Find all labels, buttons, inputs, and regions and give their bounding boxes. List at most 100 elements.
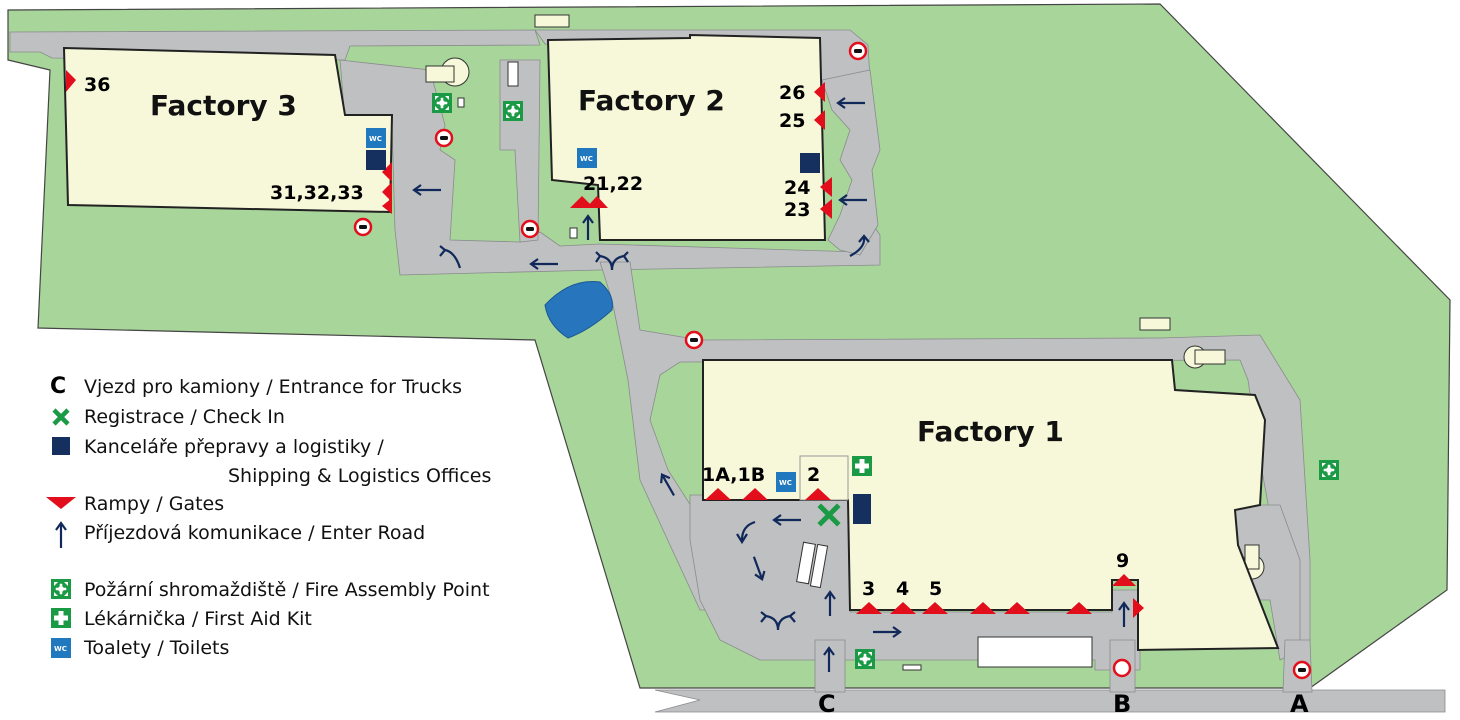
gate-ramp-9: [1112, 574, 1136, 586]
entrance-b-label: B: [1113, 690, 1131, 718]
entrance-c-label: C: [818, 690, 836, 718]
gate-ramp-31: [382, 162, 392, 182]
road-arrows: [412, 96, 1131, 674]
gate-ramps: [66, 70, 1144, 618]
gate-ramp-1b: [742, 488, 768, 500]
road-arrow-icon: [439, 245, 447, 257]
factory-1-annex: [799, 455, 849, 501]
fire-assembly-icon: [432, 93, 452, 113]
small-structures: [425, 14, 1265, 671]
gate-label-4: 4: [896, 578, 909, 600]
road-arrow-icon: [849, 237, 866, 257]
logistics-offices: [366, 150, 871, 524]
road-legend-icon: [55, 521, 67, 548]
gate-ramp-33: [382, 198, 392, 214]
gate-ramp-1a: [705, 488, 731, 500]
wc-icon: WC: [577, 148, 597, 168]
factory-1-building: [702, 359, 1280, 652]
gate-ramp-4: [890, 602, 916, 614]
factory-3-building: [62, 46, 394, 214]
legend-firstaid-text: Lékárnička / First Aid Kit: [84, 608, 312, 630]
gate-ramp-26: [814, 82, 825, 102]
office-factory-2: [800, 153, 820, 173]
no-entry-icon: [353, 217, 373, 237]
gate-ramp-22: [586, 196, 608, 208]
svg-text:WC: WC: [580, 155, 593, 163]
gate-label-2: 2: [807, 464, 820, 486]
legend-entrance-symbol: C: [50, 374, 66, 399]
svg-text:WC: WC: [369, 135, 382, 143]
fire-assembly-icon: [503, 101, 523, 121]
gate-label-21-22: 21,22: [583, 173, 643, 195]
gate-ramp-32: [382, 182, 392, 202]
gate-label-36: 36: [84, 74, 110, 96]
no-entry-icon: [1292, 660, 1312, 680]
gate-label-3: 3: [862, 578, 875, 600]
office-factory-1: [853, 494, 871, 524]
road-arrow-icon: [736, 533, 748, 545]
wc-icon: WC: [366, 128, 386, 148]
legend-checkin-text: Registrace / Check In: [84, 406, 285, 428]
legend-gates-text: Rampy / Gates: [84, 493, 224, 515]
road-arrow-icon: [599, 254, 625, 271]
legend-offices-line2: Shipping & Logistics Offices: [228, 465, 491, 487]
fire-assembly-legend-icon: [51, 579, 71, 599]
svg-text:WC: WC: [779, 479, 792, 487]
gate-label-1a-1b: 1A,1B: [702, 464, 765, 486]
gate-ramp-5: [922, 602, 948, 614]
no-entry-icon: [684, 330, 704, 350]
road-arrow-icon: [595, 251, 629, 263]
gate-label-23: 23: [784, 199, 810, 221]
fire-assembly-icon: [855, 649, 875, 669]
gate-ramp-36: [66, 70, 76, 92]
first-aid-legend-icon: [51, 608, 71, 628]
office-legend-icon: [52, 437, 70, 455]
legend-road-text: Příjezdová komunikace / Enter Road: [84, 522, 425, 544]
gate-ramp-9b: [1133, 598, 1144, 618]
road-arrow-icon: [760, 611, 796, 623]
factory-2-label: Factory 2: [578, 84, 725, 117]
entrance-b-marker: [1112, 658, 1132, 678]
gate-label-26: 26: [779, 82, 805, 104]
legend-entrance-text: Vjezd pro kamiony / Entrance for Trucks: [84, 376, 462, 398]
gate-legend-icon: [46, 497, 76, 509]
gate-ramp-8: [1066, 602, 1092, 614]
svg-text:WC: WC: [54, 645, 67, 653]
legend-toilets-text: Toalety / Toilets: [83, 637, 229, 659]
checkin-legend-icon: [52, 408, 70, 426]
gate-label-24: 24: [784, 177, 810, 199]
road-arrow-icon: [444, 248, 462, 269]
factory-3-label: Factory 3: [150, 89, 297, 122]
pond: [544, 280, 613, 339]
factory-1-label: Factory 1: [917, 415, 1064, 448]
gate-label-25: 25: [779, 110, 805, 132]
first-aid-icon: [852, 456, 872, 476]
gate-ramp-2: [805, 488, 831, 500]
entrance-a-label: A: [1290, 690, 1309, 718]
road-arrow-icon: [765, 614, 791, 631]
fire-assembly-icon: [1319, 460, 1339, 480]
checkin-icon: [817, 503, 841, 527]
road-arrow-icon: [740, 520, 756, 541]
gate-ramp-7: [1004, 602, 1030, 614]
legend-fire-text: Požární shromaždiště / Fire Assembly Poi…: [84, 579, 490, 601]
legend: C Vjezd pro kamiony / Entrance for Truck…: [46, 374, 491, 659]
legend-offices-line1: Kanceláře přepravy a logistiky /: [84, 436, 384, 458]
gate-label-5: 5: [929, 578, 942, 600]
gate-label-31-33: 31,32,33: [270, 182, 364, 204]
office-factory-3: [366, 150, 386, 170]
gate-ramp-24: [820, 177, 832, 197]
factory-2-building: [546, 33, 827, 241]
gate-ramp-25: [814, 110, 825, 130]
no-entry-icon: [434, 128, 454, 148]
gate-ramp-6: [970, 602, 996, 614]
no-entry-icon: [520, 219, 540, 239]
gate-ramp-21: [570, 196, 594, 208]
wc-legend-icon: WC: [51, 638, 71, 658]
wc-icon: WC: [776, 472, 796, 492]
gate-ramp-23: [820, 199, 832, 219]
gate-ramp-3: [856, 602, 882, 614]
no-entry-icon: [848, 41, 868, 61]
road-arrow-icon: [858, 234, 870, 243]
